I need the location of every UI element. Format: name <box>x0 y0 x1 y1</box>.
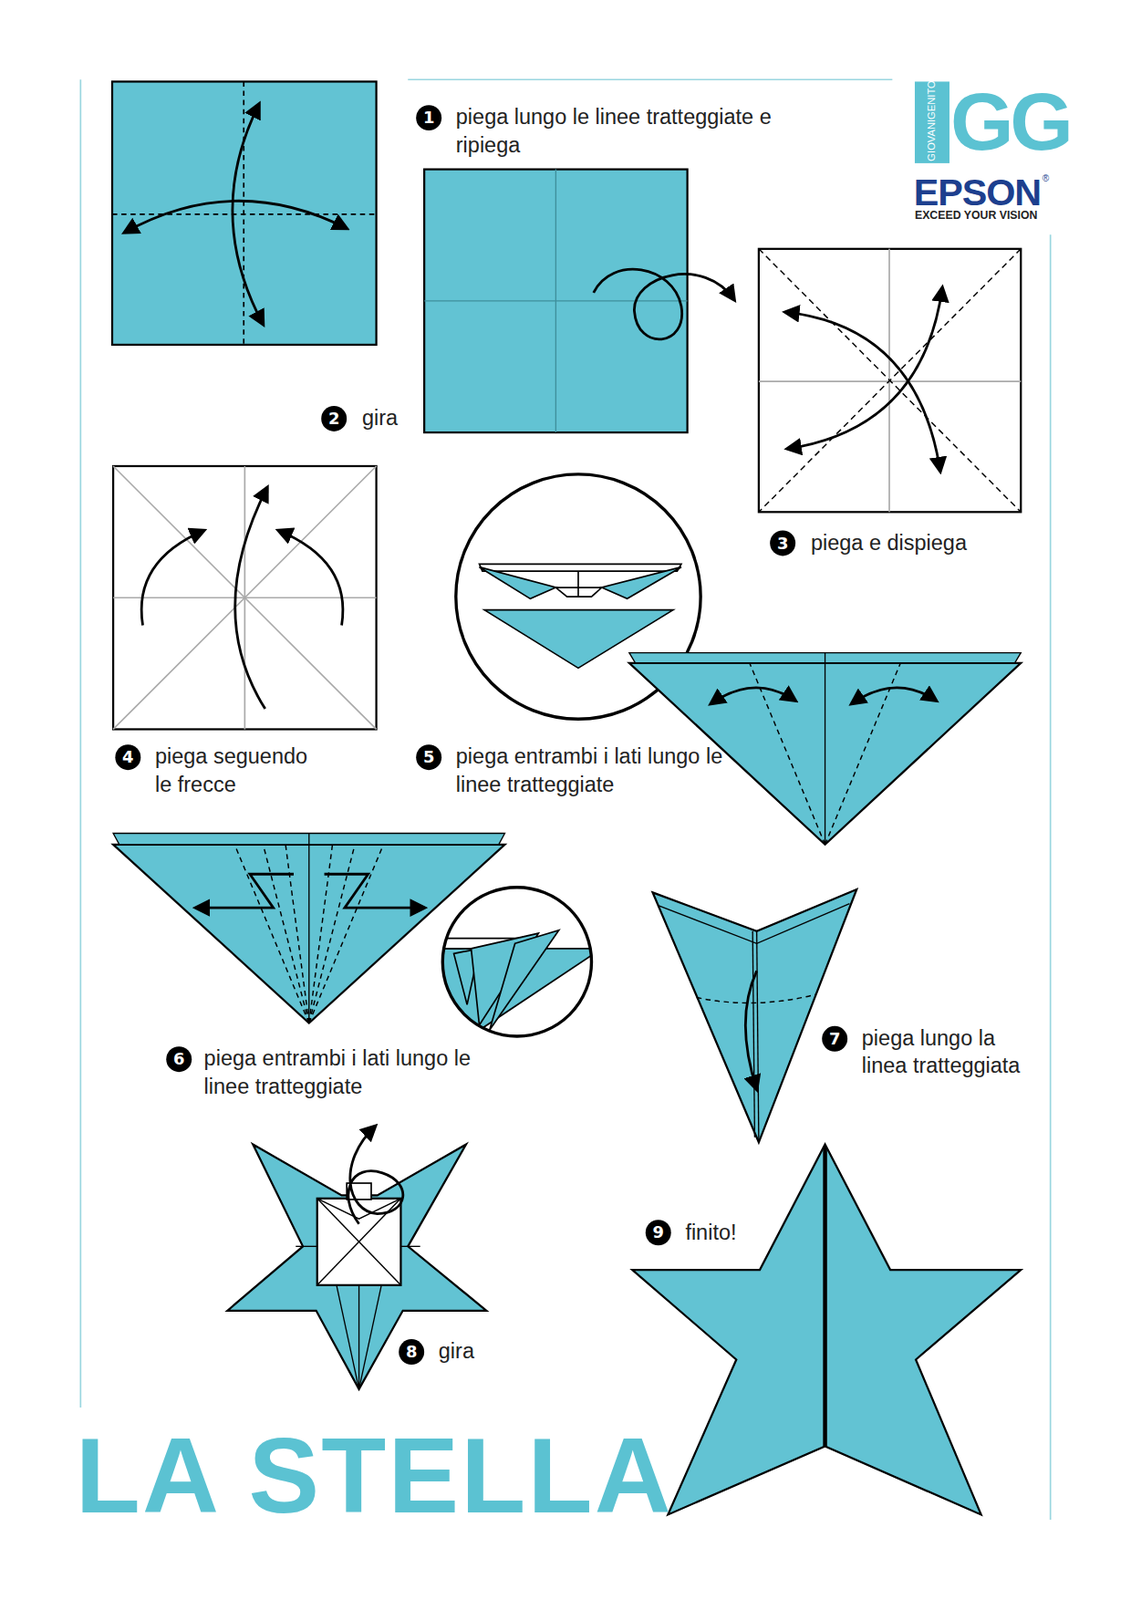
brand-name: EPSON <box>913 173 1041 211</box>
step-number: 1 <box>415 104 442 131</box>
step-number: 6 <box>166 1046 192 1072</box>
step-caption: piega lungo la linea tratteggiata <box>861 1024 1026 1080</box>
brand-slogan: EXCEED YOUR VISION <box>914 208 1038 221</box>
logo-mark: GG <box>950 81 1069 163</box>
step-caption: gira <box>362 404 398 432</box>
step-caption: gira <box>438 1337 475 1365</box>
step-number: 4 <box>114 744 141 770</box>
step-number: 3 <box>769 529 796 556</box>
step-caption: piega seguendo le frecce <box>155 742 329 798</box>
step-caption: finito! <box>684 1217 737 1246</box>
registered-mark: ® <box>1042 173 1049 184</box>
step-number: 2 <box>321 405 347 432</box>
site-name: GIOVANIGENITORI.IT <box>925 58 937 162</box>
step-caption: piega entrambi i lati lungo le linee tra… <box>456 742 752 798</box>
step-number: 9 <box>645 1219 672 1246</box>
title: LA STELLA <box>75 1419 674 1532</box>
step-caption: piega lungo le linee tratteggiate e ripi… <box>456 103 809 158</box>
step-number: 5 <box>415 744 442 770</box>
step-caption: piega entrambi i lati lungo le linee tra… <box>204 1044 500 1100</box>
step-caption: piega e dispiega <box>810 528 967 556</box>
step-number: 7 <box>821 1026 848 1052</box>
step-number: 8 <box>398 1338 425 1365</box>
